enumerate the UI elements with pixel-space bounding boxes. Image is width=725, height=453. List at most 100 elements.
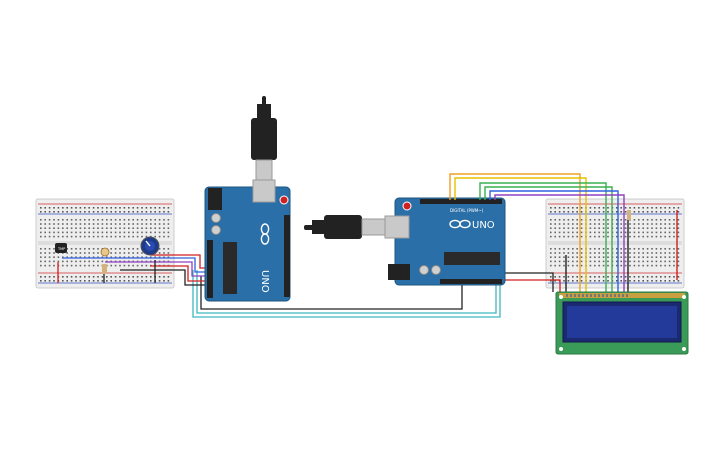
breadboard-hole (119, 248, 121, 250)
breadboard-hole (620, 227, 622, 229)
breadboard-hole (677, 260, 680, 263)
breadboard-hole (629, 260, 631, 263)
breadboard-hole (70, 223, 73, 225)
breadboard-hole (114, 227, 117, 229)
photoresistor[interactable] (100, 247, 110, 257)
breadboard-hole (651, 256, 653, 258)
breadboard-hole (40, 235, 42, 238)
breadboard-hole (660, 207, 662, 209)
breadboard-left[interactable] (35, 198, 175, 289)
breadboard-hole (624, 276, 627, 278)
breadboard-hole (79, 223, 82, 225)
lcd-pin (622, 294, 624, 297)
breadboard-hole (44, 227, 46, 229)
breadboard-hole (572, 227, 574, 229)
breadboard-hole (70, 248, 73, 250)
breadboard-hole (673, 227, 675, 229)
breadboard-hole (580, 280, 583, 282)
breadboard-hole (602, 211, 605, 213)
power-jack-icon (208, 188, 222, 210)
breadboard-hole (576, 248, 578, 250)
breadboard-hole (580, 207, 583, 209)
breadboard-hole (48, 256, 51, 258)
breadboard-hole (66, 276, 68, 278)
breadboard-hole (616, 219, 618, 221)
breadboard-hole (655, 207, 658, 209)
breadboard-hole (616, 256, 618, 258)
breadboard-hole (646, 248, 649, 250)
arduino-uno-left[interactable]: UNO (204, 179, 291, 302)
breadboard-hole (88, 231, 90, 234)
breadboard-hole (558, 276, 561, 278)
breadboard-hole (651, 248, 653, 250)
breadboard-hole (642, 211, 644, 213)
breadboard-hole (150, 219, 152, 221)
breadboard-hole (101, 256, 104, 258)
breadboard-hole (558, 256, 561, 258)
breadboard-hole (589, 235, 592, 238)
breadboard-hole (598, 248, 600, 250)
breadboard-hole (554, 252, 556, 254)
resistor[interactable] (102, 264, 107, 274)
breadboard-hole (558, 223, 561, 225)
breadboard-hole (62, 231, 64, 234)
breadboard-hole (62, 276, 64, 278)
arduino-uno-right[interactable]: DIGITAL (PWM~) UNO (384, 197, 506, 286)
breadboard-hole (123, 235, 126, 238)
temperature-sensor[interactable]: TMP (55, 243, 67, 253)
breadboard-hole (163, 211, 165, 213)
breadboard-hole (642, 207, 644, 209)
breadboard-hole (563, 252, 565, 254)
breadboard-hole (563, 223, 565, 225)
breadboard-hole (119, 227, 121, 229)
breadboard-hole (607, 252, 609, 254)
breadboard-hole (128, 264, 130, 267)
breadboard-hole (119, 276, 121, 278)
usb-cable-right-icon (304, 215, 386, 239)
breadboard-hole (88, 276, 90, 278)
breadboard-hole (97, 219, 99, 221)
reset-button-icon[interactable] (279, 195, 289, 205)
breadboard-hole (66, 252, 68, 254)
breadboard-hole (106, 276, 108, 278)
breadboard-hole (550, 231, 552, 234)
lcd-16x2[interactable] (555, 291, 689, 355)
breadboard-hole (594, 276, 596, 278)
breadboard-hole (141, 256, 143, 258)
breadboard-hole (48, 211, 51, 213)
resistor-right[interactable] (627, 210, 631, 220)
breadboard-hole (668, 231, 671, 234)
breadboard-hole (97, 231, 99, 234)
breadboard-hole (40, 264, 42, 267)
potentiometer[interactable] (140, 236, 160, 256)
breadboard-hole (79, 280, 82, 282)
breadboard-hole (660, 264, 662, 267)
breadboard-hole (123, 280, 126, 282)
breadboard-hole (158, 280, 161, 282)
breadboard-hole (668, 252, 671, 254)
breadboard-hole (668, 223, 671, 225)
breadboard-hole (642, 252, 644, 254)
breadboard-hole (572, 264, 574, 267)
lcd-pin (590, 294, 592, 297)
breadboard-hole (550, 256, 552, 258)
breadboard-hole (132, 219, 134, 221)
breadboard-hole (567, 207, 570, 209)
breadboard-hole (75, 227, 77, 229)
breadboard-hole (572, 219, 574, 221)
breadboard-hole (550, 227, 552, 229)
breadboard-hole (57, 256, 60, 258)
breadboard-hole (150, 276, 152, 278)
breadboard-hole (646, 280, 649, 282)
breadboard-hole (119, 235, 121, 238)
reset-button-icon-right[interactable] (402, 201, 412, 211)
breadboard-hole (123, 264, 126, 267)
breadboard-hole (57, 227, 60, 229)
breadboard-hole (580, 235, 583, 238)
breadboard-hole (620, 231, 622, 234)
breadboard-hole (664, 280, 666, 282)
breadboard-hole (558, 219, 561, 221)
breadboard-hole (633, 231, 636, 234)
breadboard-hole (580, 252, 583, 254)
breadboard-hole (620, 248, 622, 250)
